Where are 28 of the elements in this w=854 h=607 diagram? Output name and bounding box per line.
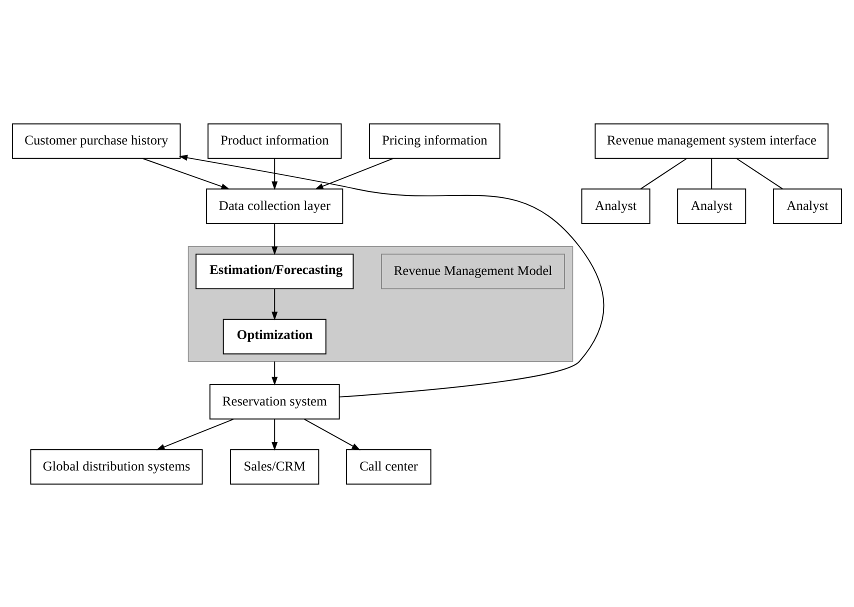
node-box: Reservation system: [209, 384, 340, 419]
arrow: [156, 418, 234, 450]
node-box: Call center: [346, 448, 432, 484]
node-box: Estimation/Forecasting: [196, 253, 354, 289]
node-box: Data collection layer: [206, 188, 344, 224]
node-box: Global distribution systems: [30, 448, 203, 484]
arrow: [142, 158, 230, 189]
arrow: [272, 360, 278, 386]
node-box: Product information: [208, 122, 342, 158]
node-box: Analyst: [772, 188, 842, 224]
connector: [640, 158, 688, 189]
node-box: Analyst: [677, 188, 746, 224]
connector: [711, 158, 712, 189]
arrow: [272, 288, 278, 320]
node-box: Optimization: [222, 318, 326, 354]
arrow: [272, 418, 278, 450]
node-box: Revenue management system interface: [594, 122, 829, 158]
node-box: Pricing information: [369, 122, 500, 158]
node-box: Customer purchase history: [12, 122, 181, 158]
node-box: Revenue Management Model: [381, 253, 565, 289]
arrow: [178, 154, 604, 397]
arrow: [304, 418, 360, 450]
connector: [736, 158, 784, 189]
node-box: Sales/CRM: [230, 448, 320, 484]
arrow: [314, 158, 394, 189]
arrow: [272, 222, 278, 255]
node-box: Analyst: [581, 188, 650, 224]
arrow: [272, 158, 278, 190]
